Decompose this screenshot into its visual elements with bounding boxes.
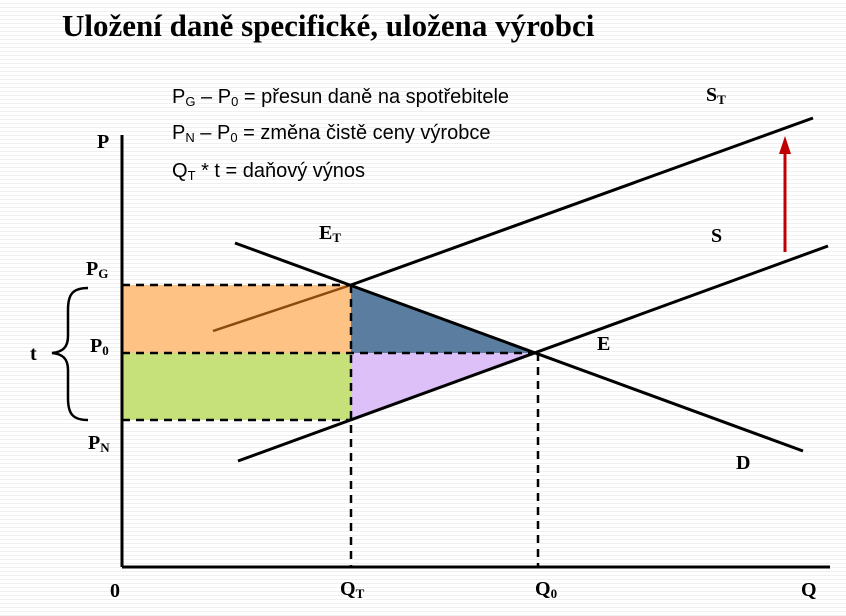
price-axis-label: P bbox=[97, 131, 110, 153]
legend-line-2: PN – P0 = změna čistě ceny výrobce bbox=[172, 122, 491, 145]
producer-tax-burden-area bbox=[122, 353, 351, 420]
consumer-tax-burden-area bbox=[122, 285, 351, 353]
st-curve-label: ST bbox=[706, 84, 726, 107]
quantity-axis-label: Q bbox=[801, 579, 817, 601]
p0-label: P0 bbox=[90, 335, 109, 358]
demand-curve-d bbox=[234, 241, 804, 453]
tax-brace bbox=[51, 286, 89, 422]
et-point-label: ET bbox=[319, 222, 342, 245]
pn-label: PN bbox=[88, 432, 110, 455]
e-point-label: E bbox=[597, 333, 611, 355]
q0-label: Q0 bbox=[535, 578, 558, 601]
legend-line-3: QT * t = daňový výnos bbox=[172, 160, 366, 183]
pg-label: PG bbox=[86, 258, 109, 281]
tax-label: t bbox=[30, 343, 37, 365]
legend-line-1: PG – P0 = přesun daně na spotřebitele bbox=[172, 86, 510, 109]
qt-label: QT bbox=[340, 578, 365, 601]
taxed-supply-curve-segment bbox=[212, 283, 352, 333]
taxed-supply-curve-st bbox=[350, 116, 814, 287]
slide-title: Uložení daně specifické, uložena výrobci bbox=[62, 8, 595, 43]
s-curve-label: S bbox=[711, 225, 723, 247]
d-curve-label: D bbox=[736, 452, 751, 474]
origin-label: 0 bbox=[110, 580, 120, 602]
tax-shift-arrow-icon bbox=[779, 136, 791, 154]
